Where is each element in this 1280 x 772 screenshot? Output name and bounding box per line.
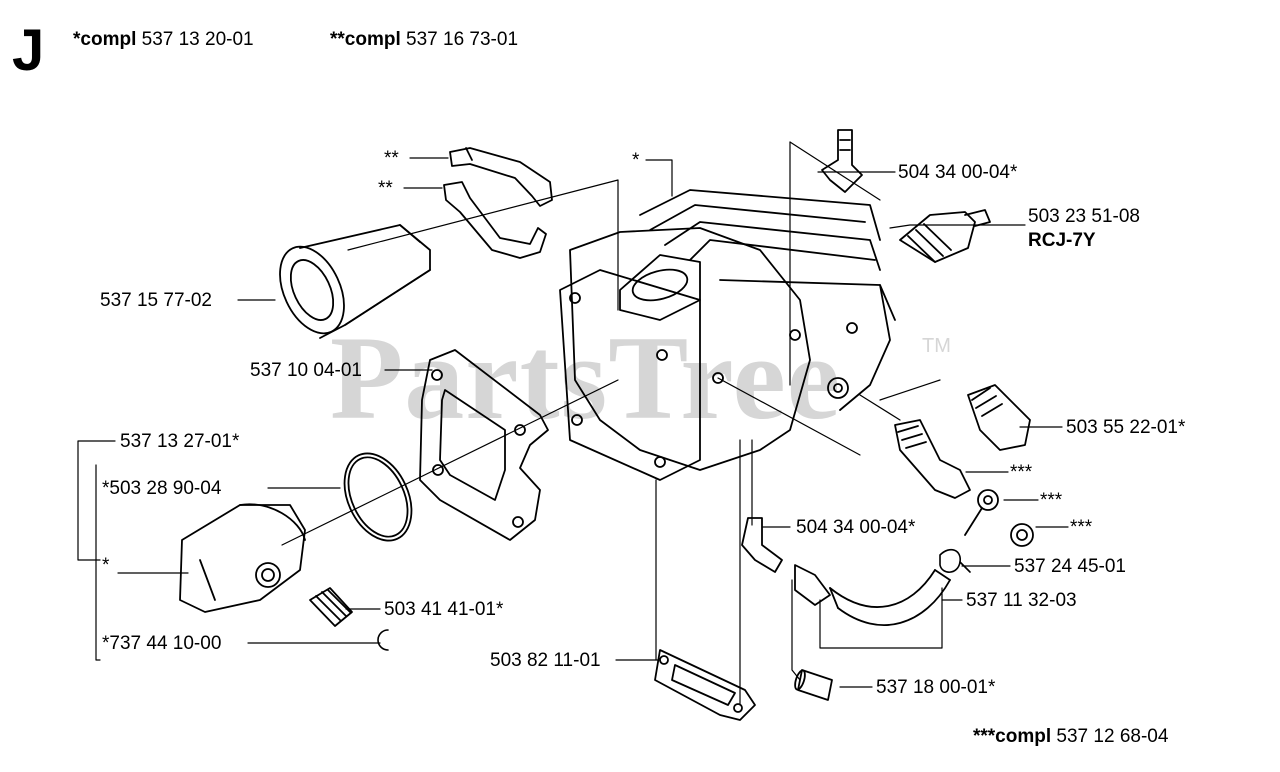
label-intake: 537 15 77-02 <box>100 290 212 311</box>
elbow-fitting-bottom <box>741 517 831 606</box>
kit-note-1-prefix: *compl <box>73 29 137 50</box>
label-elbow-top: 504 34 00-04* <box>898 162 1018 183</box>
label-cylinder: * <box>632 150 640 171</box>
valve-assembly <box>894 419 1034 547</box>
elbow-fitting-top <box>821 129 863 193</box>
label-valve-b: *** <box>1040 490 1063 511</box>
fuel-hose <box>829 569 951 626</box>
base-gasket <box>654 649 756 721</box>
label-decomp-valve: 503 55 22-01* <box>1066 417 1186 438</box>
label-gasket: 537 10 04-01 <box>250 360 362 381</box>
label-filter: 537 18 00-01* <box>876 677 996 698</box>
watermark-logo: PartsTree <box>330 318 841 438</box>
cylinder <box>559 189 896 481</box>
kit-note-2-prefix: **compl <box>330 29 401 50</box>
pin-clip <box>377 629 389 651</box>
watermark-text: PartsTree <box>330 311 841 444</box>
intake-manifold <box>279 224 431 339</box>
kit-note-3-number: 537 12 68-04 <box>1056 726 1169 747</box>
kit-note-3-prefix: ***compl <box>973 726 1052 747</box>
kit-note-1-number: 537 13 20-01 <box>141 29 254 50</box>
kit-note-2: **compl 537 16 73-01 <box>330 30 518 49</box>
trademark-mark: TM <box>922 335 951 357</box>
label-piston-kit: 537 13 27-01* <box>120 431 240 452</box>
label-pin-clip: *737 44 10-00 <box>102 633 222 654</box>
decompression-valve <box>967 384 1031 451</box>
label-strap-upper: ** <box>384 148 399 169</box>
needle-bearing <box>309 587 353 627</box>
label-elbow-bottom: 504 34 00-04* <box>796 517 916 538</box>
label-spark-plug-type: RCJ-7Y <box>1028 230 1096 251</box>
label-valve-c: *** <box>1070 517 1093 538</box>
label-piston: * <box>102 555 110 576</box>
piston <box>179 503 306 613</box>
strap-lower <box>443 181 547 259</box>
label-bearing: 503 41 41-01* <box>384 599 504 620</box>
intake-gasket <box>419 349 549 541</box>
label-spark-plug: 503 23 51-08 <box>1028 206 1140 227</box>
label-base-gasket: 503 82 11-01 <box>490 650 601 671</box>
strap-upper <box>449 147 553 207</box>
label-hose: 537 11 32-03 <box>966 590 1077 611</box>
label-clamp: 537 24 45-01 <box>1014 556 1126 577</box>
kit-note-2-number: 537 16 73-01 <box>406 29 519 50</box>
kit-note-1: *compl 537 13 20-01 <box>73 30 254 49</box>
fuel-filter <box>794 669 833 701</box>
label-ring: *503 28 90-04 <box>102 478 222 499</box>
label-valve-a: *** <box>1010 462 1033 483</box>
section-letter: J <box>12 18 45 83</box>
hose-clamp <box>939 548 971 573</box>
label-strap-lower: ** <box>378 178 393 199</box>
piston-ring <box>343 452 413 542</box>
spark-plug <box>899 209 991 263</box>
kit-note-3: ***compl 537 12 68-04 <box>973 727 1168 746</box>
